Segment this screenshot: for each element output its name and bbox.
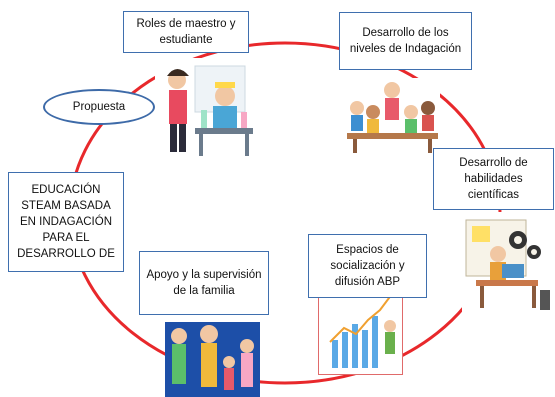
- teacher-student-lab-illustration: [155, 58, 255, 158]
- node-educacion-label: EDUCACIÓN STEAM BASADA EN INDAGACIÓN PAR…: [17, 184, 115, 260]
- node-apoyo-label: Apoyo y la supervisión de la familia: [146, 269, 262, 297]
- node-niveles-indagacion: Desarrollo de los niveles de Indagación: [339, 12, 472, 70]
- node-roles-maestro-estudiante: Roles de maestro y estudiante: [123, 11, 249, 53]
- family-group-illustration: [165, 322, 260, 397]
- node-educacion-steam: EDUCACIÓN STEAM BASADA EN INDAGACIÓN PAR…: [8, 172, 124, 272]
- node-propuesta-label: Propuesta: [72, 101, 126, 113]
- node-habilidades-cientificas: Desarrollo de habilidades científicas: [433, 148, 554, 210]
- person-with-gears-illustration: [462, 212, 552, 312]
- node-propuesta-ellipse: Propuesta: [43, 89, 155, 125]
- node-habilidades-label: Desarrollo de habilidades científicas: [459, 157, 528, 201]
- node-apoyo-familia: Apoyo y la supervisión de la familia: [139, 251, 269, 315]
- node-roles-label: Roles de maestro y estudiante: [136, 18, 236, 46]
- kids-at-table-illustration: [345, 78, 440, 153]
- node-espacios-label: Espacios de socialización y difusión ABP: [330, 244, 405, 288]
- node-indagacion-label: Desarrollo de los niveles de Indagación: [349, 27, 462, 55]
- node-espacios-socializacion: Espacios de socialización y difusión ABP: [308, 234, 427, 298]
